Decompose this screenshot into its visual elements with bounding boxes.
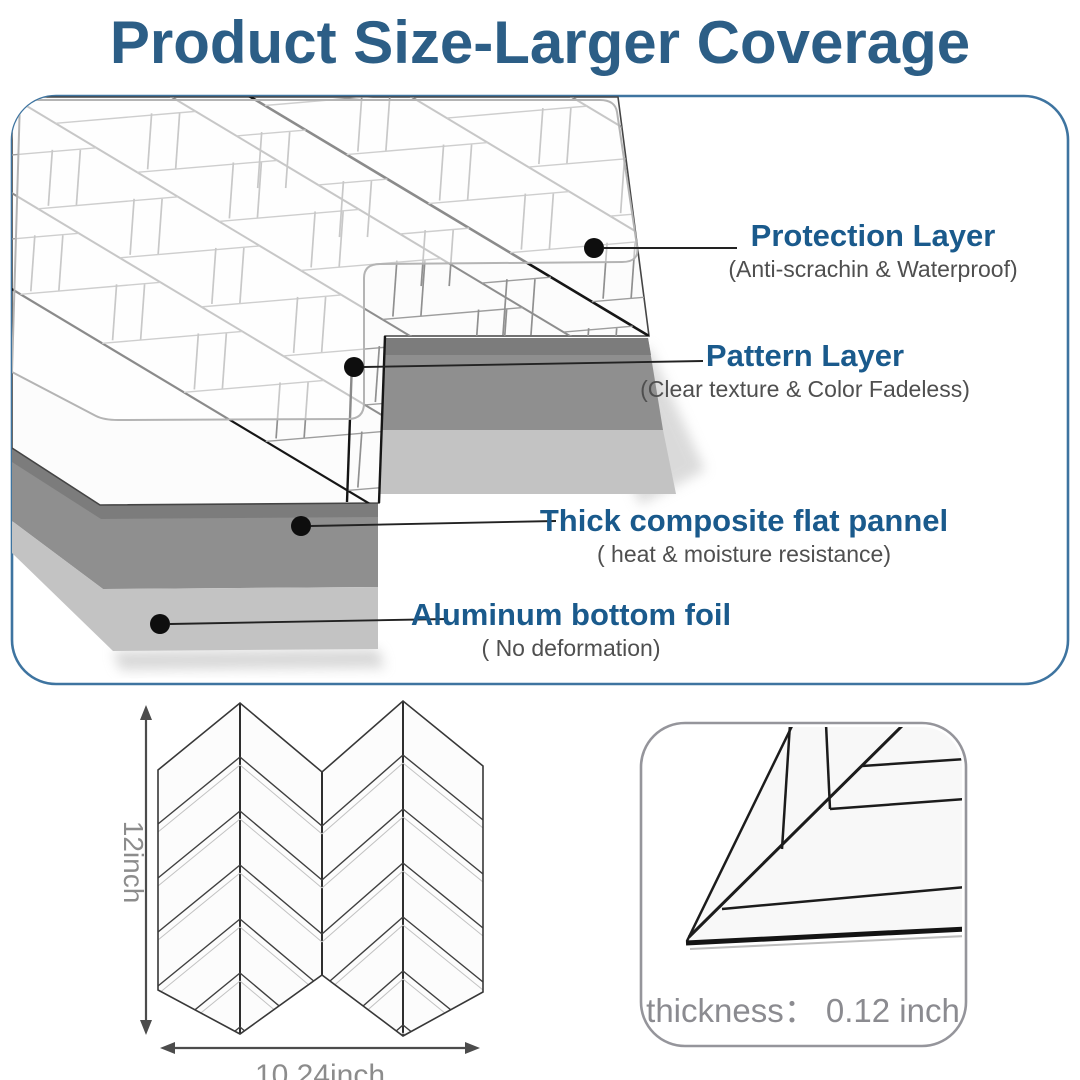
callout-dot-protection [584, 238, 604, 258]
pattern-line [392, 260, 398, 317]
pattern-line [158, 818, 241, 887]
page-title: Product Size-Larger Coverage [109, 9, 971, 76]
pattern-line [402, 870, 483, 937]
width-dimension-label: 10.24inch [255, 1059, 385, 1080]
height-dimension-arrow [140, 705, 152, 1035]
pattern-line [321, 816, 404, 889]
pattern-line [402, 816, 483, 883]
step-edge [377, 335, 387, 504]
pattern-line [158, 764, 241, 833]
tile-outline [157, 699, 484, 1037]
pattern-line [402, 754, 483, 821]
pattern-line [239, 864, 323, 935]
label-composite-subtitle: ( heat & moisture resistance) [596, 540, 891, 567]
pattern-line [321, 870, 404, 943]
pattern-line [158, 918, 241, 987]
pattern-line [402, 1032, 483, 1036]
pattern-line [239, 872, 323, 943]
tile-sheet [158, 701, 483, 1036]
pattern-line [402, 916, 483, 983]
pattern-line [420, 260, 426, 317]
pattern-line [158, 1034, 241, 1036]
composite-slab-left [12, 449, 378, 589]
pattern-line [502, 279, 508, 336]
pattern-line [158, 810, 241, 879]
label-aluminum-subtitle: ( No deformation) [481, 634, 661, 661]
aluminum-slab-right [380, 430, 676, 494]
pattern-line [321, 808, 404, 881]
callout-dot-composite [291, 516, 311, 536]
label-protection-title: Protection Layer [750, 218, 996, 253]
label-composite-panel: Thick composite flat pannel ( heat & moi… [539, 503, 949, 568]
label-pattern-title: Pattern Layer [705, 338, 905, 373]
pattern-line [321, 916, 404, 989]
bottom-shadow [113, 649, 385, 670]
pattern-line [158, 756, 241, 825]
pattern-line [563, 325, 633, 333]
label-aluminum-title: Aluminum bottom foil [410, 597, 732, 632]
pattern-line [321, 762, 404, 835]
label-aluminum-foil: Aluminum bottom foil ( No deformation) [410, 597, 732, 662]
pattern-line [382, 306, 523, 321]
thickness-readout: thickness： 0.12 inch [646, 984, 960, 1032]
label-protection-subtitle: (Anti-scrachin & Waterproof) [728, 255, 1018, 282]
pattern-line [239, 810, 323, 881]
pattern-line [239, 756, 323, 827]
protection-layer-sheet [12, 99, 639, 422]
pattern-line [356, 431, 363, 488]
pattern-line [158, 1026, 241, 1036]
aluminum-slab-left [12, 521, 378, 651]
pattern-line [402, 762, 483, 829]
pattern-line [321, 754, 404, 827]
pattern-line [158, 872, 241, 941]
height-dimension-label: 12inch [118, 821, 149, 904]
pattern-line [239, 818, 323, 889]
callouts [169, 247, 737, 625]
pattern-line [402, 862, 483, 929]
pattern-line [402, 924, 483, 991]
pattern-line [158, 926, 241, 995]
label-pattern-subtitle: (Clear texture & Color Fadeless) [640, 375, 970, 402]
pattern-line [239, 918, 323, 989]
exploded-layers-illustration [12, 96, 705, 670]
pattern-line [530, 279, 536, 336]
pattern-line [591, 289, 649, 303]
width-dimension-arrow [160, 1042, 480, 1054]
label-protection-layer: Protection Layer (Anti-scrachin & Waterp… [728, 218, 1018, 283]
callout-dots [150, 238, 604, 634]
pattern-line [374, 345, 381, 403]
label-pattern-layer: Pattern Layer (Clear texture & Color Fad… [640, 338, 970, 403]
pattern-line [158, 864, 241, 933]
tile-chevron-strips [158, 701, 483, 1036]
pattern-line [402, 808, 483, 875]
thickness-value: 0.12 inch [825, 992, 960, 1029]
pattern-line [481, 276, 552, 284]
pattern-line [402, 1024, 483, 1036]
tile-corner-detail [685, 727, 962, 950]
composite-slab-right-edge [380, 338, 651, 355]
thickness-label: thickness： [646, 992, 817, 1029]
pattern-line [321, 862, 404, 935]
pattern-line [239, 764, 323, 835]
callout-dot-aluminum [150, 614, 170, 634]
composite-slab-right [380, 338, 663, 430]
callout-dot-pattern [344, 357, 364, 377]
label-composite-title: Thick composite flat pannel [539, 503, 949, 538]
